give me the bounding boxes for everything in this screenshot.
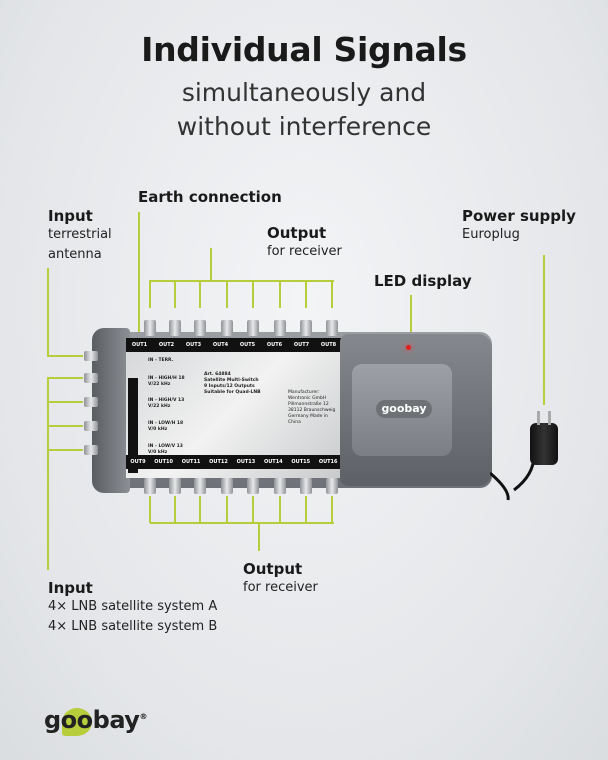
leader-tick [252, 496, 254, 523]
leader-tick [305, 496, 307, 523]
output-connector [274, 320, 286, 336]
input-connector [84, 373, 98, 383]
output-connector [326, 478, 338, 494]
leader-tick [279, 280, 281, 308]
leader-tick [199, 496, 201, 523]
output-label: OUT14 [263, 459, 283, 465]
input-connector [84, 445, 98, 455]
europlug [530, 411, 558, 465]
leader-tick [305, 280, 307, 308]
input-connector [84, 397, 98, 407]
leader-tick [149, 496, 151, 523]
output-bottom-callout: Output for receiver [243, 560, 318, 595]
leader-tick [174, 496, 176, 523]
leader-tick [331, 496, 333, 523]
output-label: OUT1 [131, 342, 148, 348]
output-connector [194, 478, 206, 494]
output-connector [144, 478, 156, 494]
output-connector [194, 320, 206, 336]
leader-tick [174, 280, 176, 308]
leader-tick [279, 496, 281, 523]
output-label: OUT13 [236, 459, 256, 465]
output-connector [300, 320, 312, 336]
output-connector [300, 478, 312, 494]
output-label: OUT9 [130, 459, 146, 465]
output-label: OUT12 [209, 459, 228, 465]
input-connector [84, 421, 98, 431]
output-label: OUT11 [181, 459, 201, 465]
led-display-label: LED display [374, 272, 472, 290]
output-label: OUT5 [239, 342, 256, 348]
earth-connection-label: Earth connection [138, 188, 282, 206]
output-connector [274, 478, 286, 494]
label-panel: IN - TERR. IN - HIGH/H 18 V/22 kHz IN - … [126, 338, 342, 478]
top-output-bar: OUT1 OUT2 OUT3 OUT4 OUT5 OUT6 OUT7 OUT8 [126, 338, 342, 352]
leader-tick [331, 280, 333, 308]
terrestrial-input-callout: Input terrestrial antenna [48, 207, 112, 262]
leader-tick [199, 280, 201, 308]
output-label: OUT15 [291, 459, 311, 465]
output-label: OUT10 [154, 459, 173, 465]
output-connector [247, 478, 259, 494]
output-connector [221, 320, 233, 336]
leader-tick [149, 280, 151, 308]
device-brand-logo: goobay [376, 400, 432, 418]
output-label: OUT4 [212, 342, 229, 348]
output-connector [144, 320, 156, 336]
bottom-output-bar: OUT9 OUT10 OUT11 OUT12 OUT13 OUT14 OUT15 OUT16 [126, 455, 342, 469]
goobay-logo: goobay® [44, 706, 147, 736]
output-connector [169, 320, 181, 336]
output-connector [247, 320, 259, 336]
satellite-input-callout: Input 4× LNB satellite system A 4× LNB s… [48, 579, 218, 634]
output-label: OUT6 [266, 342, 283, 348]
multiswitch-device: IN - TERR. IN - HIGH/H 18 V/22 kHz IN - … [84, 320, 492, 494]
output-top-callout: Output for receiver [267, 224, 342, 259]
output-connector [169, 478, 181, 494]
output-label: OUT8 [320, 342, 337, 348]
output-label: OUT16 [318, 459, 338, 465]
output-label: OUT3 [185, 342, 202, 348]
input-connector-block [92, 328, 130, 493]
leader-tick [252, 280, 254, 308]
input-connector [84, 351, 98, 361]
output-connector [326, 320, 338, 336]
led-indicator [406, 345, 411, 350]
power-unit: goobay [340, 334, 492, 486]
leader-tick [226, 280, 228, 308]
output-label: OUT7 [293, 342, 310, 348]
leader-tick [226, 496, 228, 523]
output-connector [221, 478, 233, 494]
power-supply-callout: Power supply Europlug [462, 207, 576, 242]
page-title: Individual Signals [141, 30, 467, 69]
output-label: OUT2 [158, 342, 175, 348]
